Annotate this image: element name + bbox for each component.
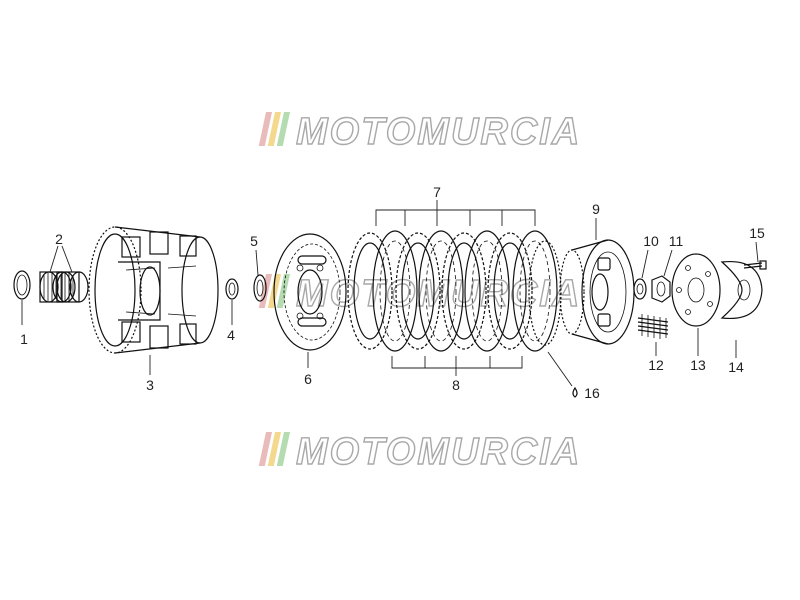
callout-10: 10 — [643, 233, 659, 249]
part-3-clutch-housing — [88, 226, 219, 354]
svg-text:MOTOMURCIA: MOTOMURCIA — [296, 273, 581, 315]
part-12-springs — [637, 314, 669, 339]
callout-11: 11 — [669, 233, 684, 249]
part-5-spacer — [253, 274, 267, 302]
callout-2: 2 — [55, 231, 63, 247]
callout-14: 14 — [728, 359, 744, 375]
part-13-spring-plate — [671, 253, 721, 327]
part-4-thrust-washer — [225, 278, 239, 300]
leader-lines — [21, 200, 759, 387]
part-1-circlip — [13, 270, 31, 300]
part-11-nut — [651, 275, 671, 303]
svg-text:MOTOMURCIA: MOTOMURCIA — [296, 111, 581, 153]
svg-text:MOTOMURCIA: MOTOMURCIA — [296, 431, 581, 473]
callout-13: 13 — [690, 357, 706, 373]
part-2-needle-bearings — [39, 271, 89, 303]
callout-7: 7 — [433, 184, 441, 200]
callout-8: 8 — [452, 377, 460, 393]
callout-15: 15 — [749, 225, 765, 241]
part-9-pressure-plate — [559, 239, 635, 345]
callout-5: 5 — [250, 233, 258, 249]
part-10-washer — [633, 278, 647, 300]
callout-16: 16 — [584, 385, 600, 401]
part-15-bolt — [743, 260, 767, 270]
part-14-cover-plate — [720, 260, 763, 320]
clutch-plate-pack — [347, 230, 562, 352]
watermark-bottom: MOTOMURCIA — [258, 430, 581, 474]
callout-12: 12 — [648, 357, 664, 373]
watermark-middle: MOTOMURCIA — [258, 272, 581, 316]
callout-9: 9 — [592, 201, 600, 217]
watermark-top: MOTOMURCIA — [258, 110, 581, 154]
callout-4: 4 — [227, 327, 235, 343]
callout-1: 1 — [20, 331, 28, 347]
part-6-clutch-hub — [273, 233, 347, 351]
callout-6: 6 — [304, 371, 312, 387]
part-16-grease-drop-icon — [572, 386, 578, 398]
callout-3: 3 — [146, 377, 154, 393]
